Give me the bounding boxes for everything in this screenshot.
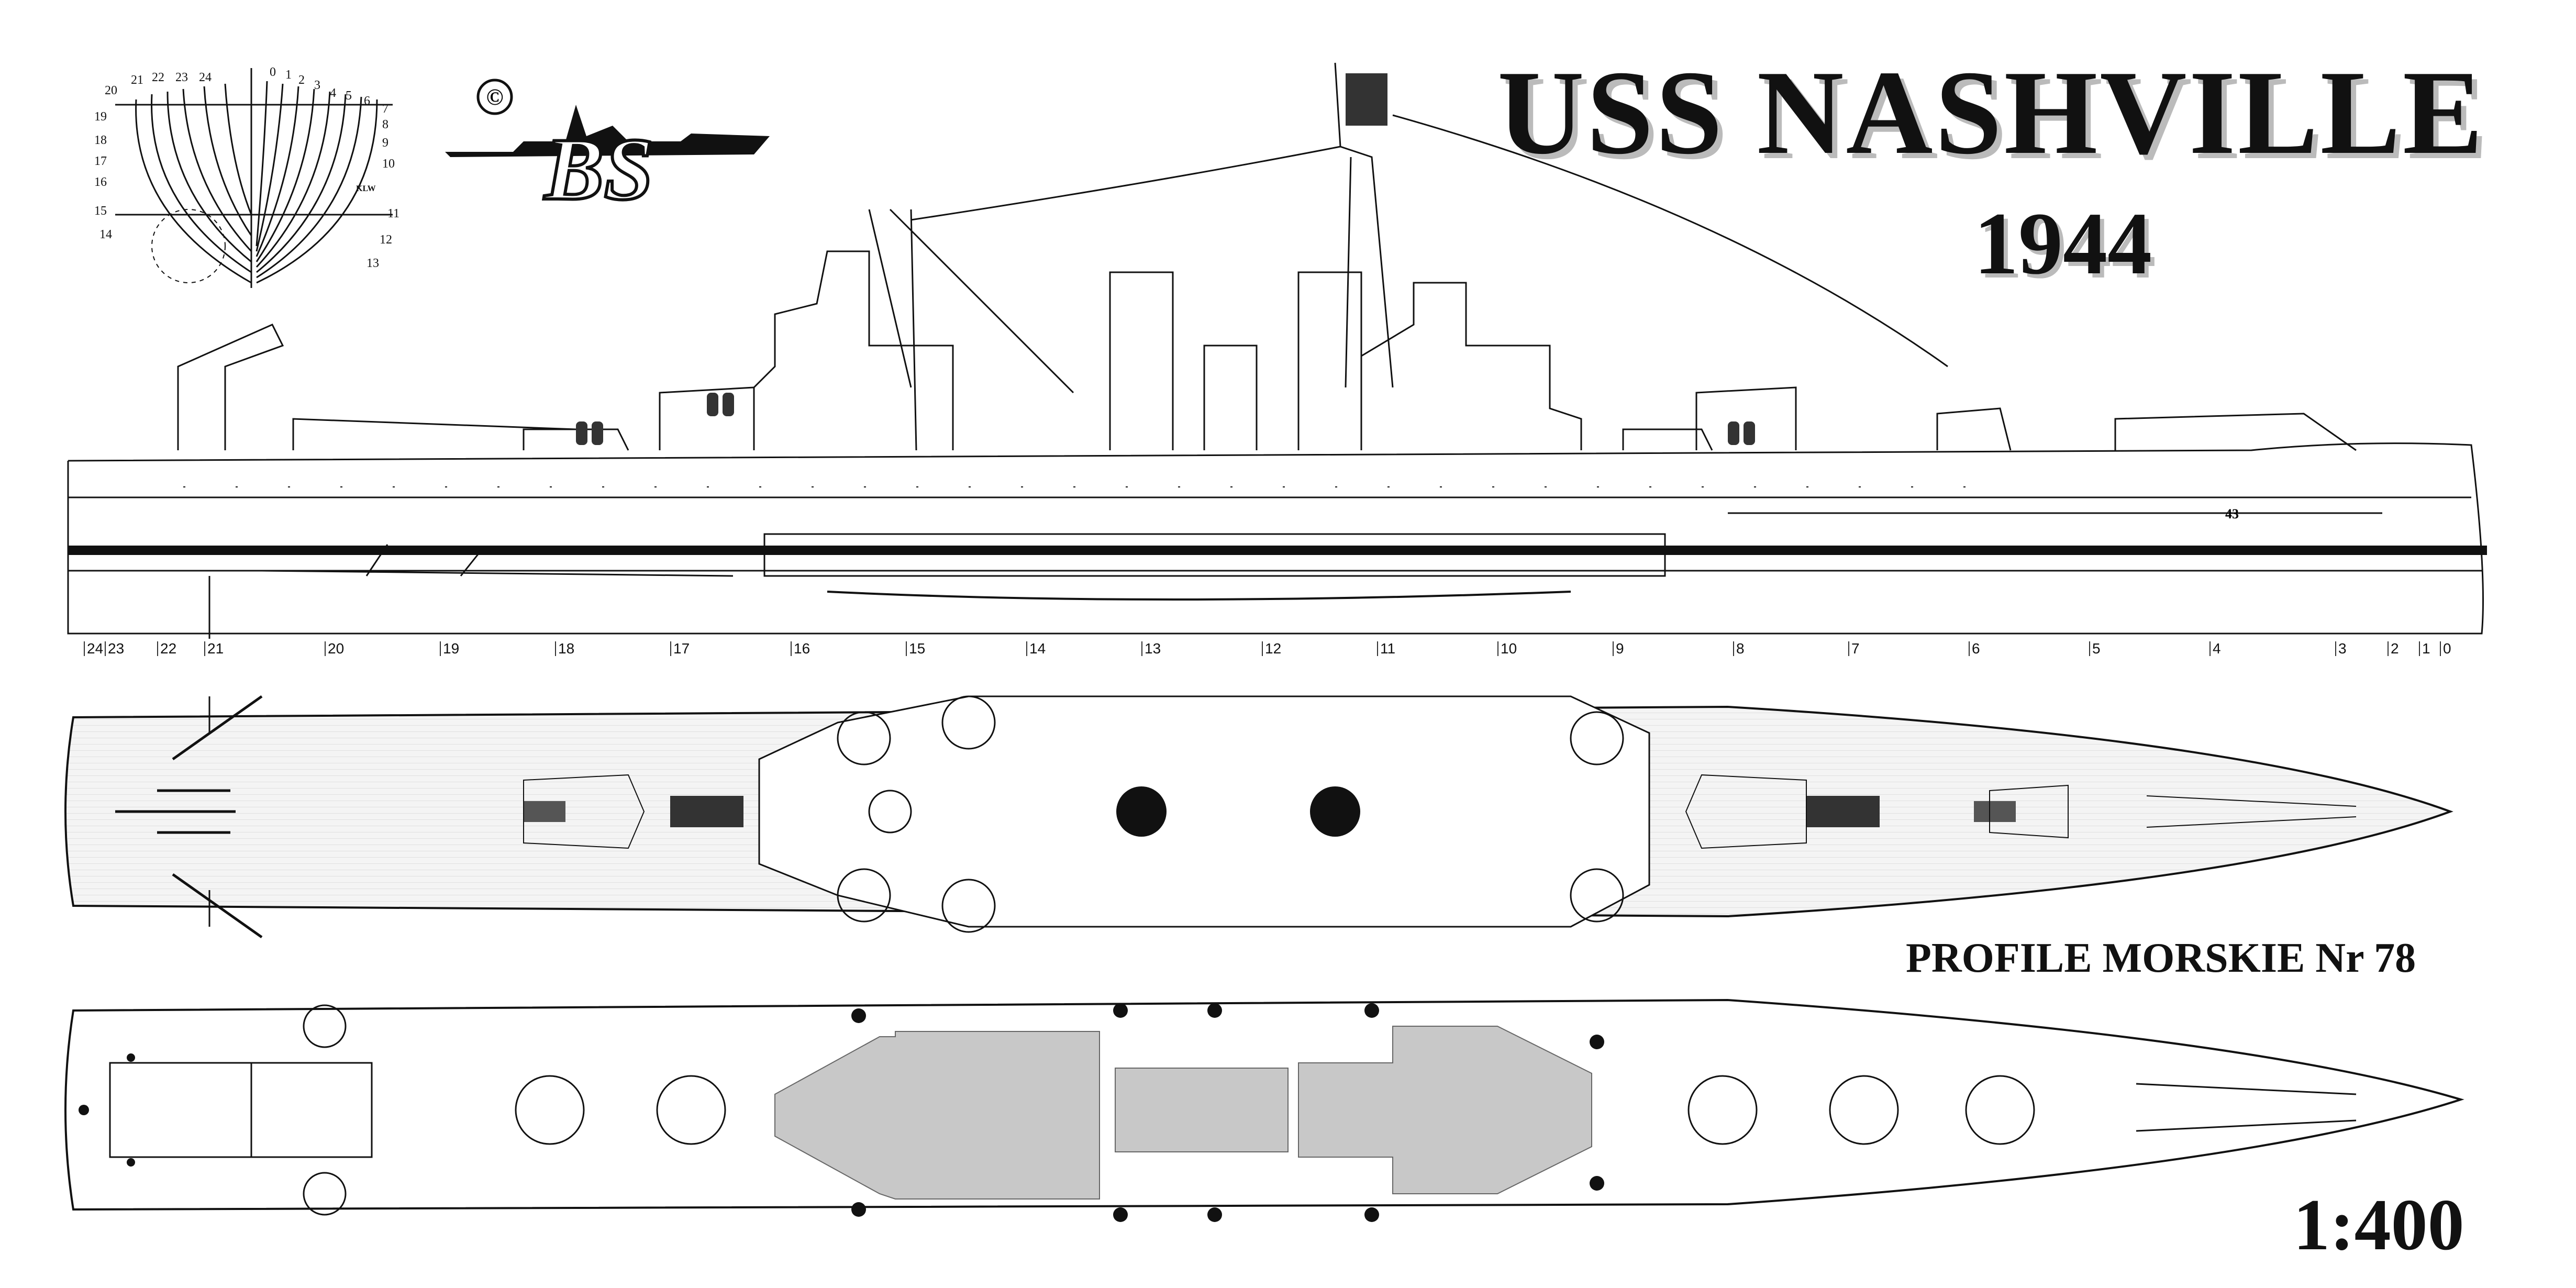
station-label: 8	[382, 118, 388, 131]
station-label: 11	[387, 207, 399, 220]
ship-title: USS NASHVILLE	[1497, 46, 2485, 179]
frame-number: 14	[1026, 641, 1046, 656]
side-profile-view: 43	[67, 62, 2487, 639]
body-plan-diagram: 20 21 22 23 24 19 18 17 16 15 14 0 1 2 3…	[94, 65, 399, 288]
frame-number: 6	[1969, 641, 1980, 656]
station-label: 23	[175, 71, 188, 84]
frame-number: 3	[2335, 641, 2347, 656]
hull-number: 43	[2225, 506, 2239, 521]
station-label: 18	[94, 134, 107, 147]
frame-number: 17	[670, 641, 690, 656]
series-label: PROFILE MORSKIE Nr 78	[1906, 935, 2416, 981]
station-label: 22	[152, 71, 164, 84]
frame-number: 8	[1733, 641, 1745, 656]
upper-deck-plan-view	[64, 695, 2453, 939]
superstructure-footprint-fore	[774, 1031, 1100, 1200]
frame-number: 21	[204, 641, 224, 656]
ship-silhouette-icon	[445, 105, 770, 157]
station-label: 0	[270, 65, 276, 79]
station-label: 3	[314, 79, 320, 92]
station-label: 2	[298, 73, 305, 87]
publisher-logo: © BS	[445, 79, 770, 209]
frame-number: 11	[1377, 641, 1395, 656]
station-label: 15	[94, 204, 107, 218]
frame-number-scale: 24 23 22 21 20 19 18 17 16 15 14 13 12 1…	[0, 641, 2576, 673]
frame-number: 0	[2440, 641, 2451, 656]
station-label: 5	[346, 89, 352, 103]
hull-outline	[67, 442, 2484, 635]
superstructure-footprint-aft	[1298, 1026, 1592, 1194]
frame-number: 16	[791, 641, 810, 656]
frame-number: 19	[440, 641, 459, 656]
frame-number: 24	[84, 641, 103, 656]
funnel-fore	[1116, 786, 1167, 837]
station-label: 16	[94, 175, 107, 189]
station-label: 19	[94, 110, 107, 124]
waterline-label: KLW	[356, 184, 376, 193]
station-label: 4	[330, 86, 336, 100]
frame-number: 1	[2419, 641, 2430, 656]
frame-number: 4	[2209, 641, 2221, 656]
frame-number: 18	[555, 641, 574, 656]
frame-number: 2	[2388, 641, 2399, 656]
station-label: 20	[105, 84, 117, 97]
radar-antenna	[1346, 73, 1387, 126]
frame-number: 10	[1497, 641, 1517, 656]
copyright-symbol: ©	[486, 84, 504, 110]
logo-initials: BS	[543, 120, 653, 209]
station-label: 13	[367, 257, 379, 270]
frame-number: 13	[1141, 641, 1161, 656]
superstructure-footprint-mid	[1115, 1068, 1289, 1152]
frame-number: 5	[2089, 641, 2101, 656]
frame-number: 22	[157, 641, 176, 656]
funnel-aft	[1310, 786, 1360, 837]
station-label: 21	[131, 73, 143, 87]
station-label: 12	[380, 233, 392, 247]
station-label: 9	[382, 136, 388, 150]
station-label: 14	[99, 228, 112, 241]
station-label: 6	[364, 94, 370, 108]
frame-number: 12	[1262, 641, 1281, 656]
station-label: 7	[382, 102, 388, 116]
main-deck-plan-view	[64, 998, 2464, 1222]
frame-number: 15	[906, 641, 925, 656]
frame-number: 20	[325, 641, 344, 656]
station-label: 17	[94, 154, 107, 168]
station-label: 24	[199, 71, 212, 84]
scale-label: 1:400	[2293, 1184, 2464, 1265]
station-label: 1	[285, 68, 292, 82]
boot-topping-stripe	[68, 546, 2487, 555]
frame-number: 7	[1848, 641, 1860, 656]
copyright-circle-icon	[476, 79, 513, 115]
year-label: 1944	[1974, 194, 2152, 293]
frame-number: 9	[1613, 641, 1624, 656]
station-label: 10	[382, 157, 395, 171]
frame-number: 23	[105, 641, 124, 656]
